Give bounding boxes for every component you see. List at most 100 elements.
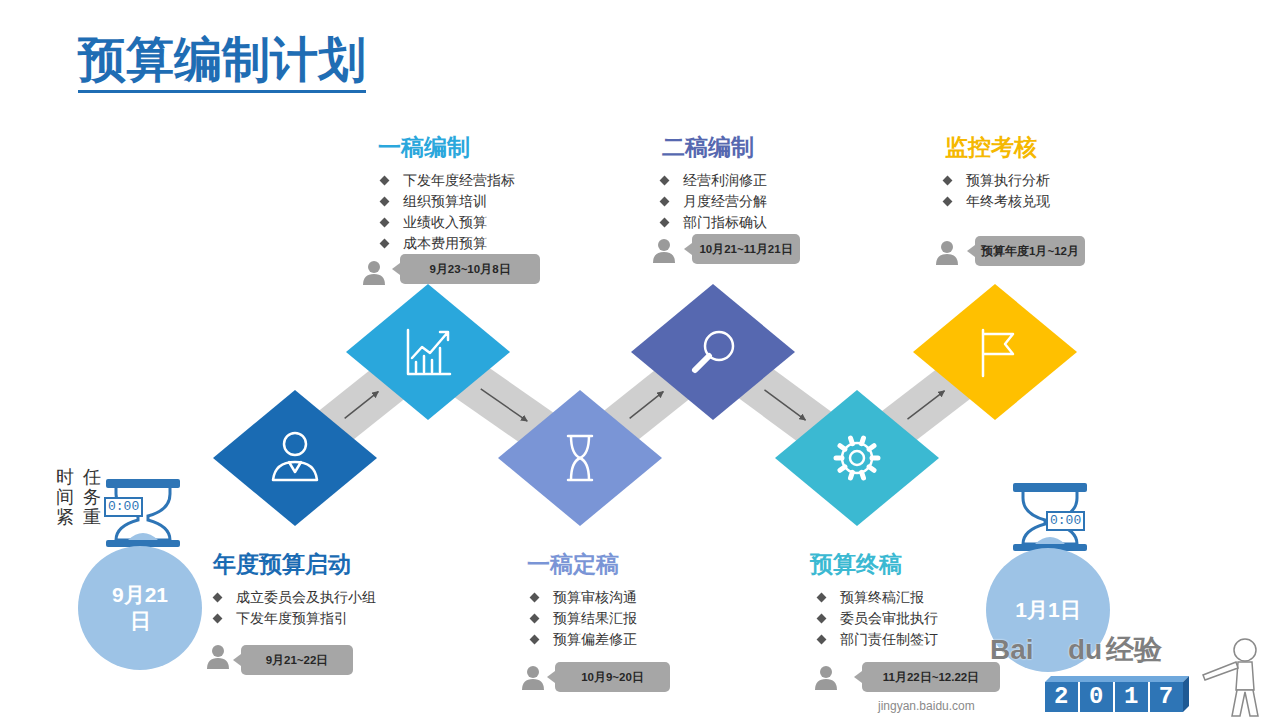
bullet-text: 月度经营分解 [683, 194, 767, 209]
pointing-figure [1203, 639, 1258, 716]
person-icon [207, 645, 229, 669]
diamond-shape [346, 284, 510, 420]
diamond-shape [631, 284, 795, 420]
stage-heading: 年度预算启动 [213, 551, 351, 579]
icon-stroke [408, 330, 450, 374]
diamond-fill [775, 390, 939, 526]
hourglass-sand [1035, 537, 1065, 544]
stage-diamond: 二稿编制经营利润修正月度经营分解部门指标确认 [631, 284, 795, 420]
bullet-mark [817, 614, 827, 624]
watermark: du [1068, 634, 1102, 666]
figure-legs [1232, 690, 1258, 716]
bullet-row: 预算审核沟通 [531, 587, 637, 608]
diamond-fill [498, 390, 662, 526]
clock-reading: 0:00 [1046, 511, 1085, 531]
motto-text: 时间紧 [56, 468, 74, 527]
bullet-text: 预算审核沟通 [553, 590, 637, 605]
stage-diamond: 一稿编制下发年度经营指标组织预算培训业绩收入预算成本费用预算 [346, 284, 510, 420]
callout-pointer [854, 671, 862, 683]
date-text: 9月21~22日 [247, 652, 347, 668]
bullet-mark [213, 593, 223, 603]
flow-arrow [481, 389, 528, 421]
flow-arrow [345, 392, 379, 419]
bullet-row: 部门指标确认 [661, 212, 767, 233]
bullet-row: 下发年度预算指引 [214, 608, 348, 629]
stage-heading: 一稿定稿 [527, 551, 619, 579]
bullet-mark [530, 614, 540, 624]
bullet-text: 成本费用预算 [403, 236, 487, 251]
bullet-text: 下发年度预算指引 [236, 611, 348, 626]
bullet-row: 成本费用预算 [381, 233, 487, 254]
page-title: 预算编制计划 [78, 30, 366, 93]
icon-stroke [836, 438, 878, 478]
date-text: 预算年度1月~12月 [981, 243, 1079, 259]
stage-heading: 监控考核 [945, 134, 1037, 162]
bullet-row: 预算结果汇报 [531, 608, 637, 629]
callout-pointer [967, 245, 975, 257]
hourglass-sand [128, 533, 158, 540]
date-text: 9月21日 [108, 582, 172, 635]
date-callout: 11月22日~12.22日 [862, 662, 1000, 692]
bullet-mark [380, 197, 390, 207]
flow-arrow [908, 391, 945, 419]
bullet-text: 年终考核兑现 [966, 194, 1050, 209]
watermark: 经验 [1106, 634, 1162, 666]
diamond-fill [631, 284, 795, 420]
callout-pointer [547, 671, 555, 683]
bullet-text: 部门责任制签订 [840, 632, 938, 647]
bullet-mark [943, 197, 953, 207]
date-circle: 9月21日 [78, 546, 202, 670]
diamond-fill [913, 284, 1077, 420]
bullet-text: 组织预算培训 [403, 194, 487, 209]
diamond-shape [913, 284, 1077, 420]
callout-pointer [233, 654, 241, 666]
person-icon [522, 666, 544, 690]
bullet-row: 部门责任制签订 [818, 629, 938, 650]
bullet-mark [660, 197, 670, 207]
bullet-text: 委员会审批执行 [840, 611, 938, 626]
hourglass-plate [1013, 483, 1087, 492]
bullet-mark [380, 218, 390, 228]
flag-icon [983, 330, 1013, 376]
clock-reading: 0:00 [104, 497, 143, 517]
bullet-text: 预算终稿汇报 [840, 590, 924, 605]
stage-diamond: 预算终稿预算终稿汇报委员会审批执行部门责任制签订 [775, 390, 939, 526]
figure-head [1234, 639, 1256, 661]
year-digits: 2017 [1054, 682, 1194, 712]
bullet-mark [660, 218, 670, 228]
date-callout: 9月23~10月8日 [400, 254, 540, 284]
gear-icon [836, 438, 878, 478]
date-text: 10月21~11月21日 [698, 241, 794, 257]
bullet-mark [943, 176, 953, 186]
bullet-text: 经营利润修正 [683, 173, 767, 188]
hourglass-icon [1013, 483, 1087, 551]
hourglass-plate [106, 479, 180, 488]
bullet-mark [660, 176, 670, 186]
person-icon [363, 261, 385, 285]
motto-text: 任务重 [83, 468, 101, 527]
figure-arm [1203, 662, 1238, 680]
figure-body [1236, 662, 1254, 690]
bullet-row: 委员会审批执行 [818, 608, 938, 629]
year-block-top [1045, 676, 1189, 682]
bullet-row: 预算执行分析 [944, 170, 1050, 191]
bullet-text: 成立委员会及执行小组 [236, 590, 376, 605]
bullet-row: 预算终稿汇报 [818, 587, 924, 608]
date-text: 1月1日 [1002, 597, 1094, 623]
hourglass-icon [568, 436, 592, 480]
bullet-row: 组织预算培训 [381, 191, 487, 212]
stage-heading: 预算终稿 [810, 551, 902, 579]
chart-icon [408, 330, 450, 374]
bullet-row: 年终考核兑现 [944, 191, 1050, 212]
bullet-mark [530, 593, 540, 603]
stage-diamond: 一稿定稿预算审核沟通预算结果汇报预算偏差修正 [498, 390, 662, 526]
date-text: 11月22日~12.22日 [868, 669, 994, 685]
bullet-text: 部门指标确认 [683, 215, 767, 230]
icon-stroke [273, 462, 317, 480]
stage-heading: 二稿编制 [662, 134, 754, 162]
bullet-mark [213, 614, 223, 624]
flow-arrow [630, 392, 664, 419]
bullet-row: 月度经营分解 [661, 191, 767, 212]
bullet-mark [817, 635, 827, 645]
